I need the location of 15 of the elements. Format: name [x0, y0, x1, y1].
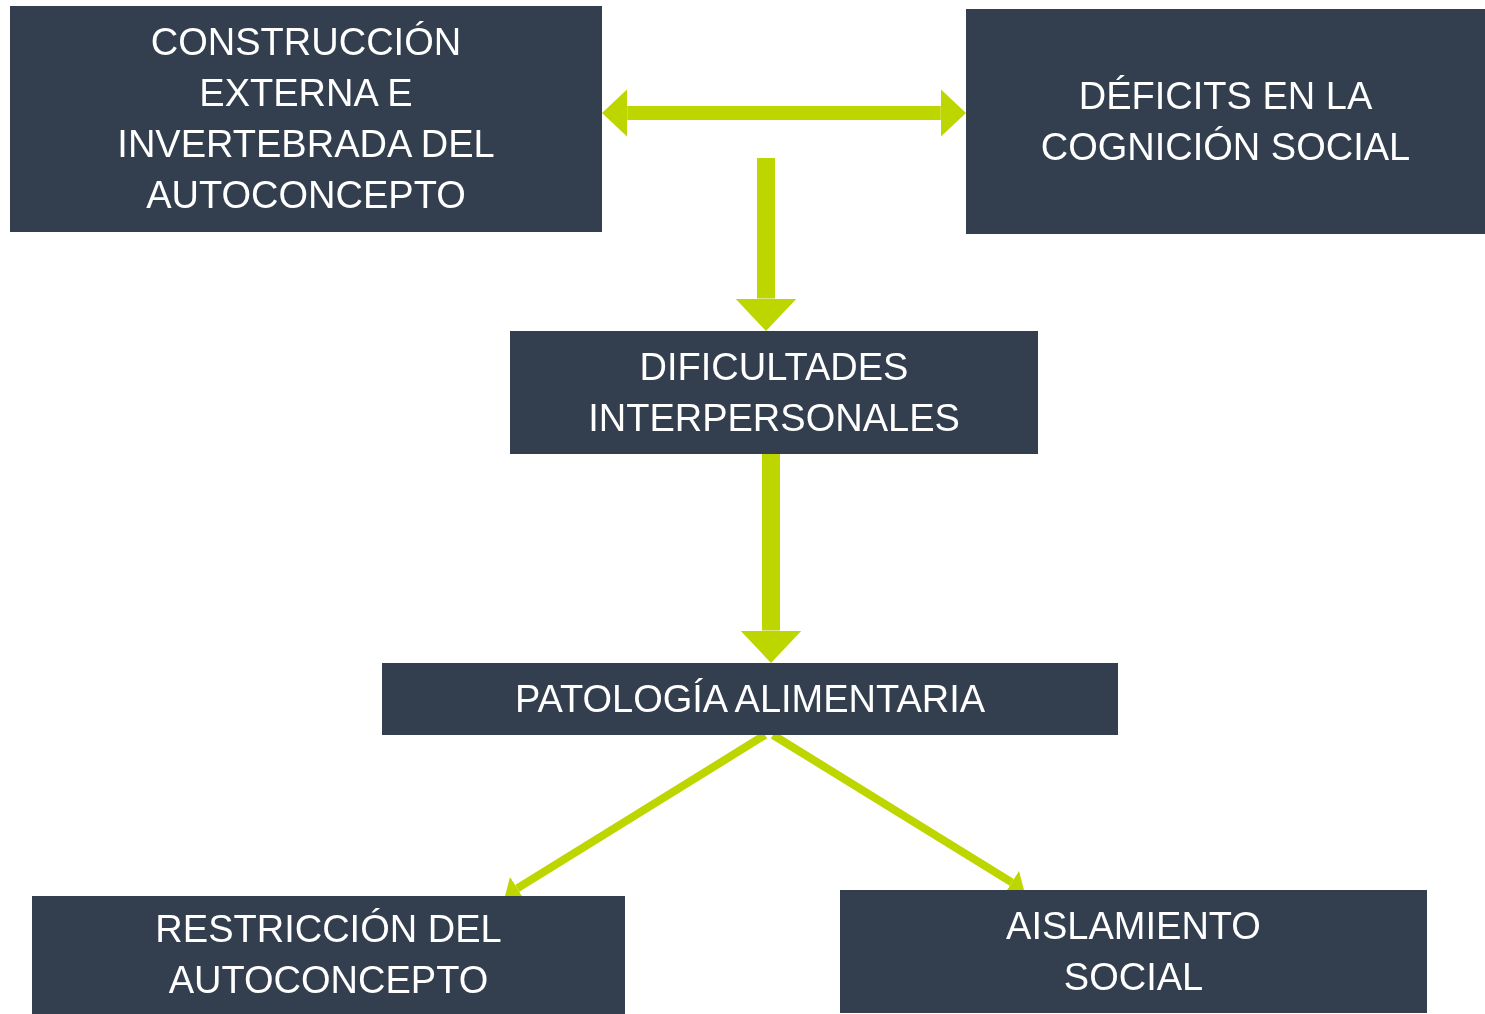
arrow — [735, 158, 797, 331]
process-box — [966, 9, 1485, 234]
process-box — [32, 896, 625, 1014]
process-box — [840, 890, 1427, 1013]
box-label: DÉFICITS EN LA COGNICIÓN SOCIAL — [1039, 73, 1412, 170]
box-label: DIFICULTADES INTERPERSONALES — [587, 344, 961, 441]
arrow — [602, 89, 966, 137]
box-label: RESTRICCIÓN DEL AUTOCONCEPTO — [154, 907, 503, 1003]
box-label: PATOLOGÍA ALIMENTARIA — [514, 676, 986, 722]
arrow — [740, 454, 802, 663]
box-label: CONSTRUCCIÓN EXTERNA E INVERTEBRADA DEL AUTOCONCEPTO — [116, 20, 496, 218]
process-box — [382, 663, 1118, 735]
box-label: AISLAMIENTO SOCIAL — [1005, 903, 1262, 1000]
process-box — [510, 331, 1038, 454]
process-box — [10, 6, 602, 232]
